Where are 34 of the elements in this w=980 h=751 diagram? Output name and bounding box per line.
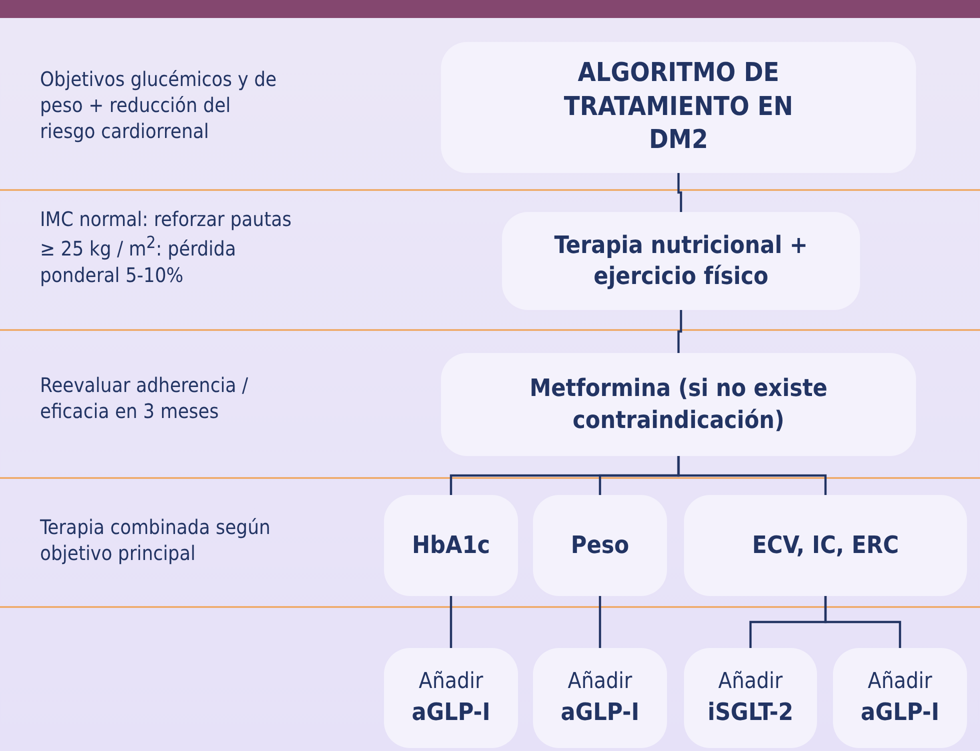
note-text: Terapia combinada según objetivo principal bbox=[40, 514, 272, 566]
process-box bbox=[441, 42, 916, 173]
node-title: aGLP-I bbox=[412, 696, 490, 728]
process-box bbox=[384, 648, 518, 748]
process-box bbox=[502, 212, 860, 310]
process-box bbox=[441, 353, 916, 456]
node-title: aGLP-I bbox=[560, 696, 640, 728]
process-box bbox=[833, 648, 967, 748]
node-title: iSGLT-2 bbox=[708, 696, 794, 728]
action-text: Añadir bbox=[868, 668, 932, 696]
node-title: Terapia nutricional + ejercicio físico bbox=[553, 230, 809, 292]
connector-line bbox=[677, 456, 827, 495]
node-title: Peso bbox=[570, 530, 630, 561]
node-title: Metformina (si no existe contraindicación) bbox=[528, 373, 828, 436]
action-text: Añadir bbox=[568, 668, 632, 696]
note-text: IMC normal: reforzar pautas ≥ 25 kg / m$^{2}$: pérdida ponderal 5-10% bbox=[40, 206, 293, 288]
process-box bbox=[384, 495, 518, 596]
node-title: aGLP-I bbox=[860, 696, 940, 728]
node-title: HbA1c bbox=[412, 530, 490, 561]
node-title: ALGORITMO DE TRATAMIENTO EN DM2 bbox=[564, 56, 794, 158]
connector-line bbox=[824, 596, 902, 648]
process-box bbox=[684, 495, 967, 596]
process-box bbox=[533, 495, 667, 596]
node-title: ECV, IC, ERC bbox=[752, 530, 899, 561]
process-box bbox=[533, 648, 667, 748]
connector-line bbox=[677, 310, 682, 353]
action-text: Añadir bbox=[418, 668, 484, 696]
note-text: Objetivos glucémicos y de peso + reducción del riesgo cardiorrenal bbox=[40, 66, 278, 144]
action-text: Añadir bbox=[718, 668, 783, 696]
note-text: Reevaluar adherencia / eficacia en 3 meses bbox=[40, 372, 250, 424]
connector-line bbox=[598, 596, 602, 648]
connector-line bbox=[450, 596, 452, 648]
process-box bbox=[684, 648, 817, 748]
connector-line bbox=[677, 173, 682, 212]
